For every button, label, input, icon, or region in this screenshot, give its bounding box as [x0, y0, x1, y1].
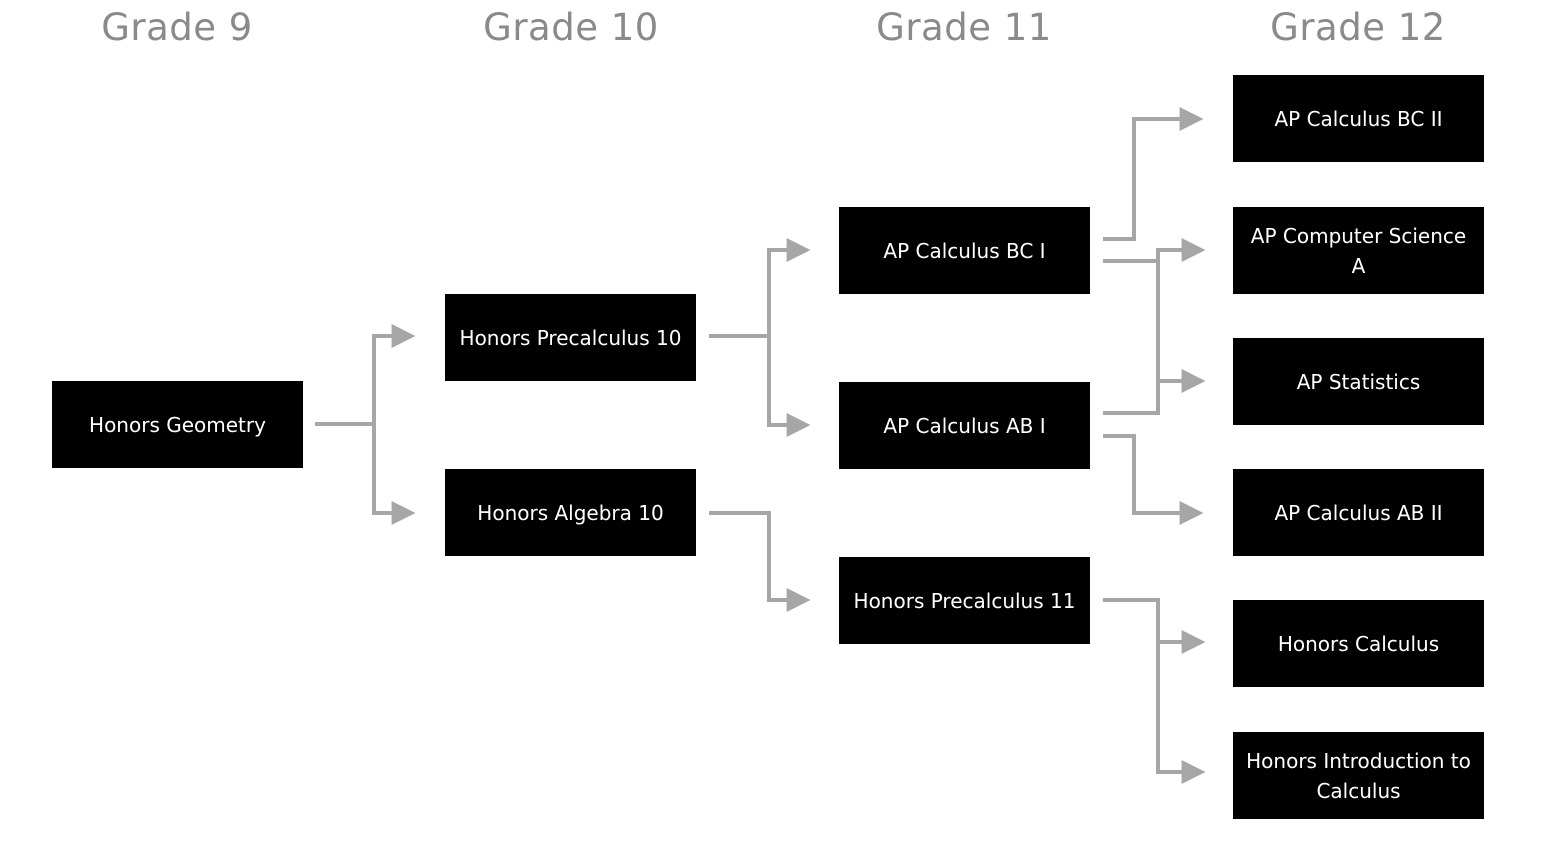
course-ap-statistics: AP Statistics — [1233, 338, 1484, 425]
connector-ab1-stats — [1103, 381, 1160, 415]
connector-precalc10-ab1 — [767, 336, 811, 437]
connector-bc1-stats — [1156, 261, 1206, 393]
grade-11-header: Grade 11 — [876, 6, 1052, 49]
course-ap-calculus-ab-2: AP Calculus AB II — [1233, 469, 1484, 556]
connector-geometry-precalc10 — [315, 324, 416, 426]
grade-12-header: Grade 12 — [1270, 6, 1446, 49]
connector-precalc11-intro-calc — [1156, 642, 1206, 784]
course-ap-computer-science-a: AP Computer Science A — [1233, 207, 1484, 294]
course-honors-precalculus-10: Honors Precalculus 10 — [445, 294, 696, 381]
connector-algebra10-precalc11 — [709, 511, 811, 612]
course-honors-precalculus-11: Honors Precalculus 11 — [839, 557, 1090, 644]
course-ap-calculus-bc-2: AP Calculus BC II — [1233, 75, 1484, 162]
connector-bc1-bc2 — [1103, 107, 1204, 241]
connector-bc1-csa — [1103, 238, 1206, 263]
course-ap-calculus-ab-1: AP Calculus AB I — [839, 382, 1090, 469]
connector-geometry-algebra10 — [372, 424, 416, 525]
course-honors-geometry: Honors Geometry — [52, 381, 303, 468]
connector-precalc10-bc1 — [709, 238, 811, 338]
connector-precalc11-honors-calc — [1103, 598, 1206, 654]
grade-9-header: Grade 9 — [101, 6, 253, 49]
grade-10-header: Grade 10 — [483, 6, 659, 49]
course-honors-calculus: Honors Calculus — [1233, 600, 1484, 687]
course-honors-algebra-10: Honors Algebra 10 — [445, 469, 696, 556]
connector-ab1-ab2 — [1103, 434, 1204, 525]
course-honors-introduction-to-calculus: Honors Introduction to Calculus — [1233, 732, 1484, 819]
course-ap-calculus-bc-1: AP Calculus BC I — [839, 207, 1090, 294]
